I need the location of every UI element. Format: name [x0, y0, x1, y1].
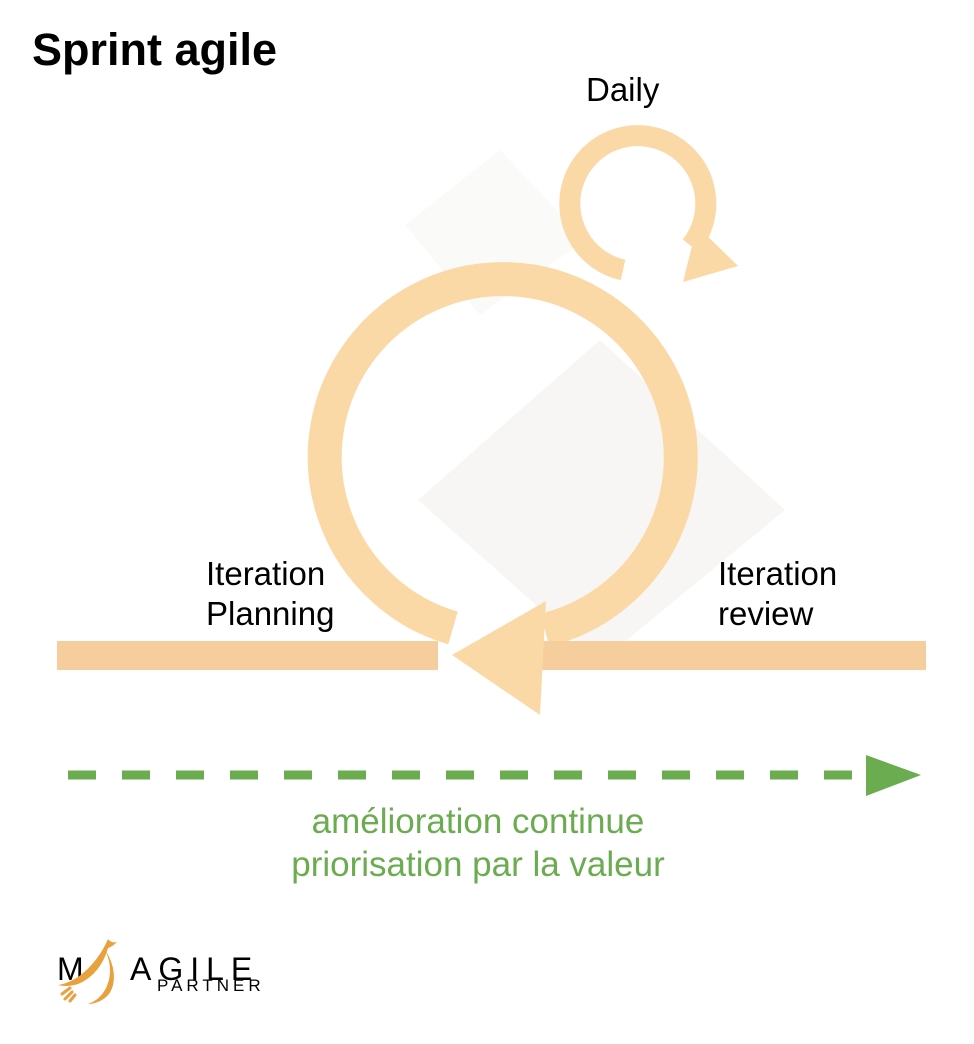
bird-icon [58, 939, 117, 1004]
iteration-planning-line1: Iteration [206, 555, 326, 592]
logo-text-partner: PARTNER [157, 976, 265, 995]
daily-loop-circle [559, 125, 717, 281]
sprint-loop-circle [307, 262, 698, 647]
daily-label: Daily [586, 71, 660, 108]
iteration-planning-label: Iteration Planning [206, 554, 334, 634]
timeline-bar-right [490, 641, 926, 670]
daily-loop-arrowhead [683, 226, 738, 282]
bird-tail [88, 950, 114, 1004]
improvement-caption-line1: amélioration continue [311, 802, 645, 841]
iteration-planning-line2: Planning [206, 595, 335, 632]
logo: M AGILE PARTNER [56, 938, 276, 1008]
bird-claws [60, 986, 77, 1003]
improvement-arrowhead [866, 755, 921, 796]
page-title: Sprint agile [32, 24, 278, 75]
timeline-bar-left [57, 641, 438, 670]
improvement-caption-line2: priorisation par la valeur [291, 845, 665, 884]
iteration-review-line1: Iteration [718, 555, 838, 592]
improvement-caption: amélioration continue priorisation par l… [58, 800, 898, 886]
watermark [418, 340, 785, 662]
logo-text-agile: AGILE [130, 951, 260, 987]
iteration-review-label: Iteration review [718, 554, 837, 634]
sprint-loop-arrowhead [452, 601, 546, 715]
iteration-review-line2: review [718, 595, 814, 632]
bird-wing [58, 939, 117, 986]
